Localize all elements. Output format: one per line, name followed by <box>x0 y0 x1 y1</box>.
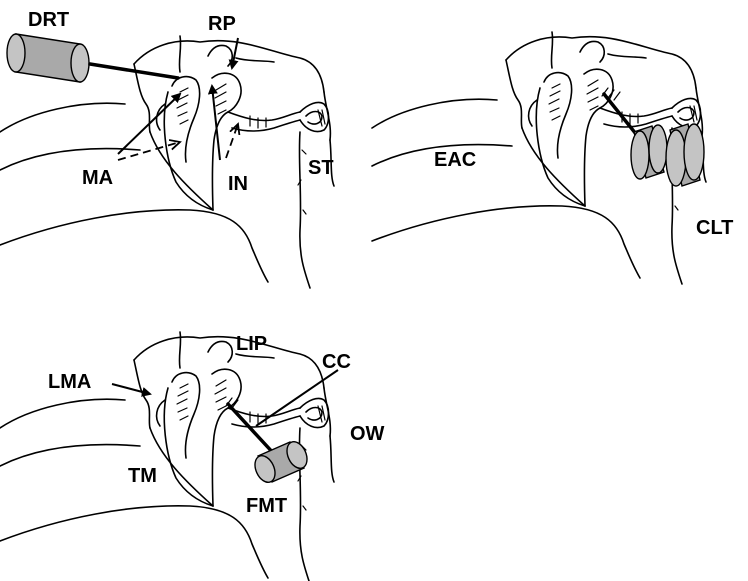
label-ma: MA <box>82 167 113 189</box>
label-ow: OW <box>350 423 385 445</box>
label-in: IN <box>228 173 248 195</box>
label-lip: LIP <box>236 333 267 355</box>
label-eac: EAC <box>434 149 476 171</box>
label-drt: DRT <box>28 9 69 31</box>
clt-transducer-left <box>631 125 667 179</box>
label-clt: CLT <box>696 217 733 239</box>
label-tm: TM <box>128 465 157 487</box>
cc-rod <box>228 404 276 456</box>
lma-arrow <box>112 384 150 394</box>
label-rp: RP <box>208 13 236 35</box>
label-st: ST <box>308 157 334 179</box>
label-cc: CC <box>322 351 351 373</box>
clt-transducer-right <box>666 124 704 186</box>
drt-transducer-cylinder <box>7 34 89 82</box>
label-lma: LMA <box>48 371 91 393</box>
panel-1-ear-anatomy: DRT RP MA IN ST <box>0 9 334 288</box>
panel-3-ear-anatomy: LMA LIP CC OW TM FMT <box>0 332 385 581</box>
panel-2-ear-anatomy: EAC CLT <box>372 32 733 284</box>
label-fmt: FMT <box>246 495 287 517</box>
fmt-transducer <box>251 439 311 486</box>
in-dashed-arrow <box>226 124 238 158</box>
